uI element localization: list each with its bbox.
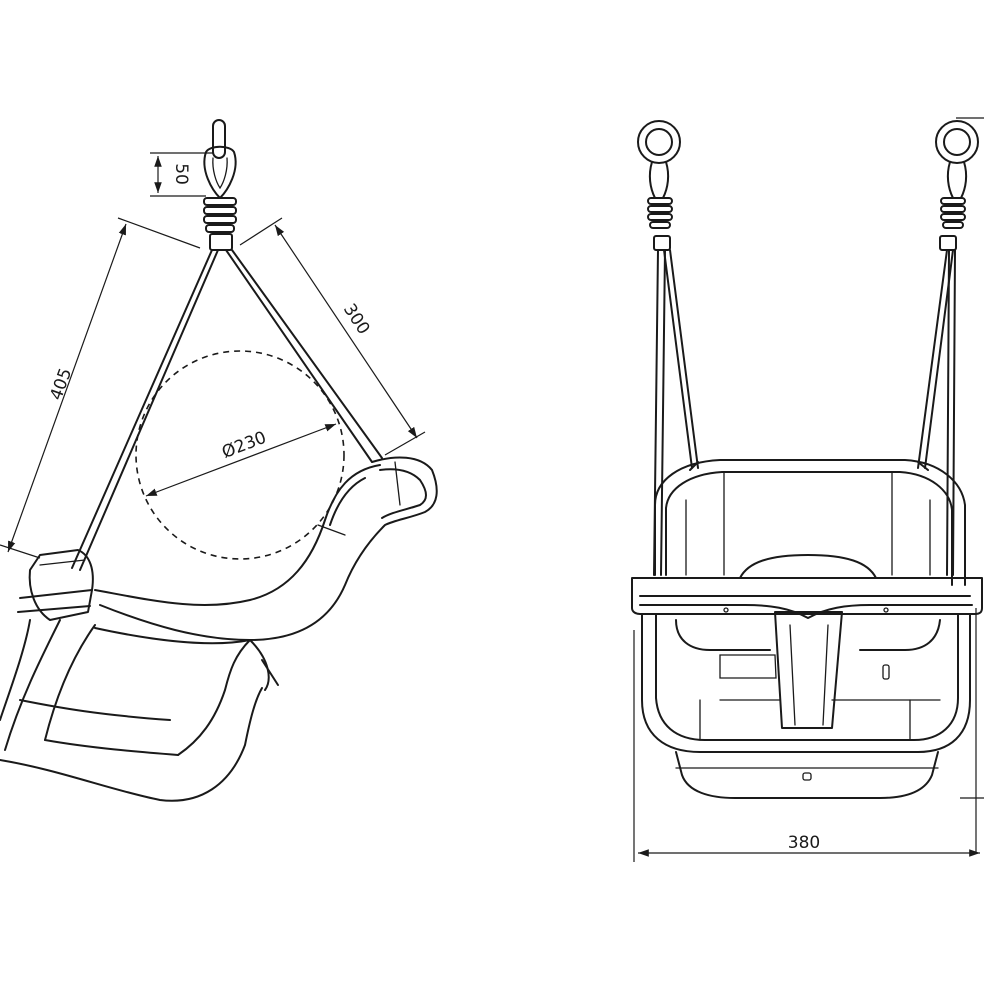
- right-ring: [935, 120, 979, 251]
- dimension-380-label: 380: [788, 833, 820, 853]
- front-backrest: [654, 459, 966, 586]
- side-seat-body: [0, 456, 438, 802]
- dimension-50: 50: [150, 152, 214, 197]
- dimension-300: 300: [239, 217, 426, 456]
- dimension-50-label: 50: [171, 163, 191, 185]
- seat-opening-circle: [135, 350, 345, 560]
- dimension-405-label: 405: [46, 366, 76, 403]
- side-view: 50 405 300 Ø230: [0, 119, 438, 802]
- dimension-diameter: Ø230: [145, 423, 337, 497]
- front-bar: [631, 554, 983, 619]
- front-ropes: [653, 249, 956, 576]
- left-ring: [637, 120, 681, 251]
- hanging-link: [203, 119, 237, 199]
- dimension-405: 405: [0, 217, 201, 559]
- side-ropes: [71, 249, 383, 571]
- right-edge-dimension-lines: [956, 117, 984, 852]
- dimension-380: 380: [633, 630, 980, 862]
- dimension-300-label: 300: [339, 300, 373, 338]
- rope-coils: [203, 197, 237, 251]
- dimension-diameter-label: Ø230: [219, 428, 269, 463]
- front-view: 380: [631, 117, 984, 862]
- front-seat-base: [641, 607, 971, 799]
